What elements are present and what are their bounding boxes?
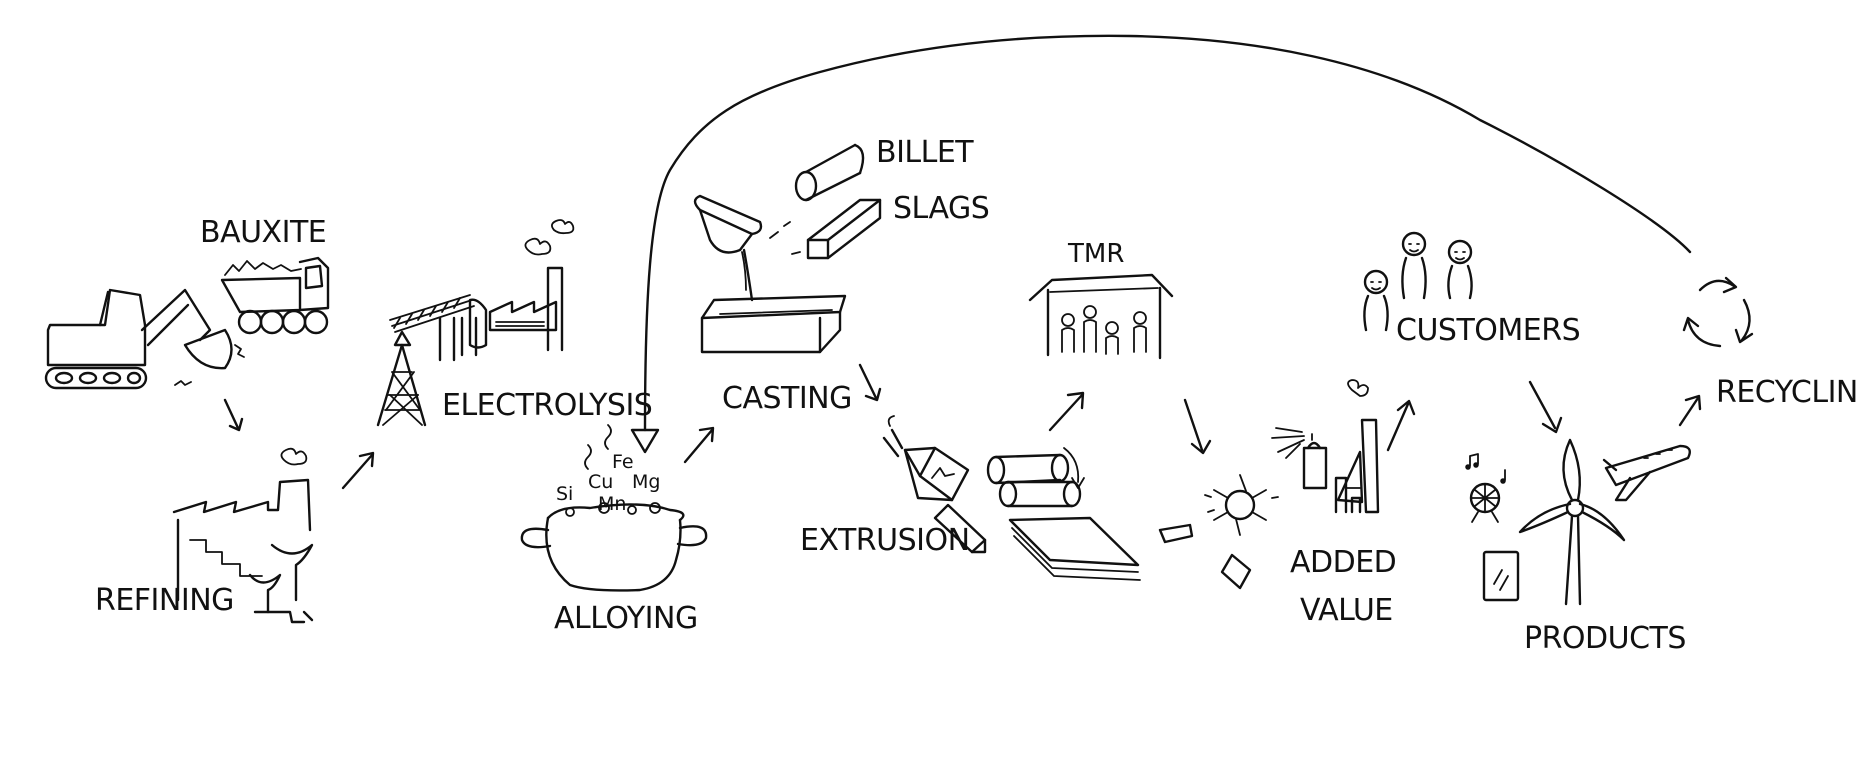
alloy-element-fe: Fe	[612, 451, 634, 473]
slags-icon	[806, 198, 882, 260]
alloy-element-si: Si	[556, 483, 573, 505]
arrow-customers-to-products	[1528, 380, 1563, 434]
label-electrolysis: ELECTROLYSIS	[442, 388, 652, 423]
arrow-added-value-to-customers	[1386, 399, 1416, 452]
customers-icon	[1363, 231, 1473, 332]
arrow-refining-to-electrolysis	[341, 451, 375, 490]
alloy-element-cu: Cu	[588, 471, 613, 493]
electrolysis-plant-icon	[376, 219, 575, 427]
label-slags: SLAGS	[893, 191, 989, 226]
tmr-building-icon	[1028, 273, 1174, 360]
label-tmr: TMR	[1067, 239, 1124, 269]
arrow-extrusion-to-tmr	[1048, 391, 1085, 432]
label-bauxite: BAUXITE	[200, 215, 326, 250]
added-value-tools-icon	[1158, 379, 1380, 590]
label-extrusion: EXTRUSION	[800, 523, 970, 558]
label-recycling: RECYCLING	[1716, 375, 1858, 410]
label-products: PRODUCTS	[1524, 621, 1686, 656]
alloying-pot-icon	[520, 424, 708, 592]
arrow-products-to-recycling	[1678, 394, 1702, 427]
arrow-bauxite-to-refining	[223, 398, 244, 432]
label-casting: CASTING	[722, 381, 852, 416]
refining-factory-icon	[172, 447, 314, 624]
casting-mold-icon	[693, 194, 847, 354]
alloy-element-mn: Mn	[598, 493, 626, 515]
arrow-tmr-to-added-value	[1183, 398, 1212, 455]
excavator-icon	[44, 288, 245, 390]
label-customers: CUSTOMERS	[1396, 313, 1580, 348]
label-refining: REFINING	[95, 583, 234, 618]
label-value: VALUE	[1300, 593, 1393, 628]
rolling-mill-icon	[986, 447, 1141, 581]
products-icon	[1465, 438, 1691, 606]
alloy-element-mg: Mg	[632, 471, 660, 493]
label-alloying: ALLOYING	[554, 601, 698, 636]
arrow-alloying-to-casting	[683, 426, 715, 464]
recycling-loop-arrow	[630, 34, 1692, 454]
arrow-casting-to-extrusion	[858, 363, 882, 402]
recycling-symbol-icon	[1682, 276, 1754, 348]
label-billet: BILLET	[876, 135, 974, 170]
billet-icon	[794, 143, 865, 202]
extrusion-press-icon	[882, 415, 987, 554]
label-added: ADDED	[1290, 545, 1396, 580]
truck-icon	[220, 256, 330, 335]
